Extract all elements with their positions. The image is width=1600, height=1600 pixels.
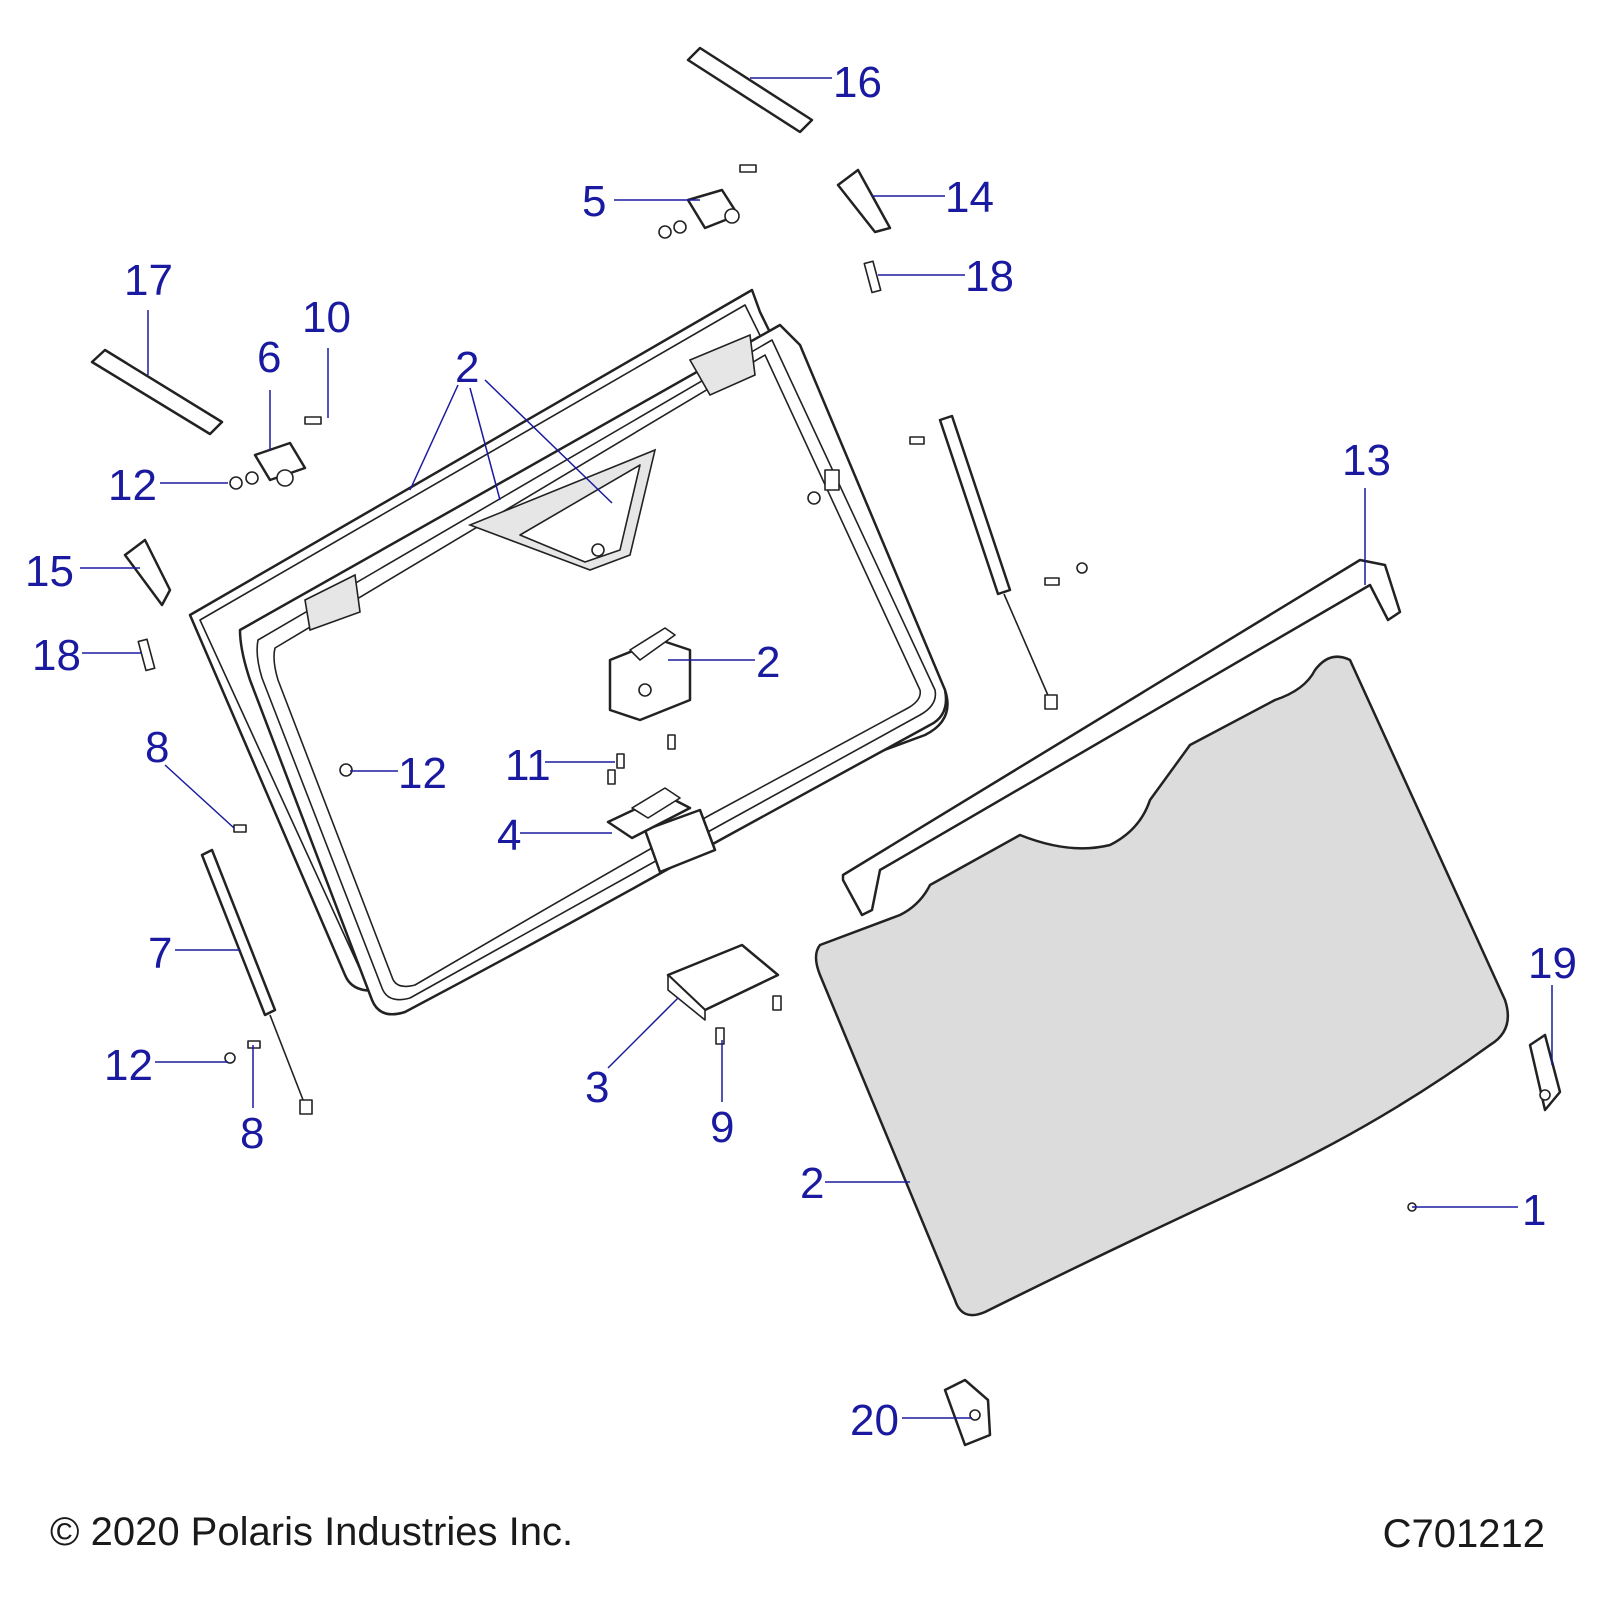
glass-panel: [814, 655, 1510, 1317]
strip-17: [90, 348, 224, 436]
callout-10: 10: [302, 293, 351, 342]
callout-2-latch: 2: [756, 638, 780, 687]
callout-3: 3: [585, 1063, 609, 1112]
callout-17: 17: [124, 256, 173, 305]
callout-18: 18: [32, 631, 81, 680]
drawing-number: C701212: [1382, 1512, 1545, 1556]
callout-12: 12: [104, 1041, 153, 1090]
gas-strut-left: [200, 848, 313, 1115]
gas-strut-right: [938, 414, 1058, 710]
callout-8: 8: [240, 1109, 264, 1158]
pad-14: [836, 168, 892, 234]
callout-16: 16: [833, 58, 882, 107]
handle-4: [606, 787, 692, 840]
callout-20: 20: [850, 1396, 899, 1445]
callout-6: 6: [257, 333, 281, 382]
fasteners: [224, 436, 1417, 1212]
bracket-3: [666, 943, 780, 1021]
callout-4: 4: [497, 811, 521, 860]
hinge-5: [658, 164, 757, 239]
callout-13: 13: [1342, 436, 1391, 485]
top-trim-rail: [841, 558, 1402, 917]
leader-lines: [80, 77, 1553, 1419]
callout-14: 14: [945, 173, 994, 222]
hinge-6: [229, 416, 322, 490]
strip-16: [686, 46, 814, 134]
window-frame-inner: [238, 323, 948, 1016]
callouts: 16 14 5 18 17 10 6 2 12 15 18 13 2 8 12 …: [25, 58, 1577, 1445]
callout-9: 9: [710, 1103, 734, 1152]
callout-12: 12: [398, 749, 447, 798]
callout-18: 18: [965, 252, 1014, 301]
clip-20: [943, 1378, 992, 1447]
callout-11: 11: [505, 741, 551, 790]
callout-12: 12: [108, 461, 157, 510]
callout-15: 15: [25, 547, 74, 596]
clip-19: [1528, 1033, 1562, 1112]
callout-8: 8: [145, 723, 169, 772]
callout-19: 19: [1528, 939, 1577, 988]
callout-2-frame: 2: [455, 343, 479, 392]
callout-1: 1: [1522, 1186, 1546, 1235]
strip-18a: [863, 260, 882, 294]
callout-2-glass: 2: [800, 1159, 824, 1208]
pad-15: [123, 538, 172, 607]
copyright-notice: © 2020 Polaris Industries Inc.: [50, 1510, 574, 1554]
strip-18b: [137, 638, 156, 672]
callout-5: 5: [582, 177, 606, 226]
callout-7: 7: [148, 929, 172, 978]
